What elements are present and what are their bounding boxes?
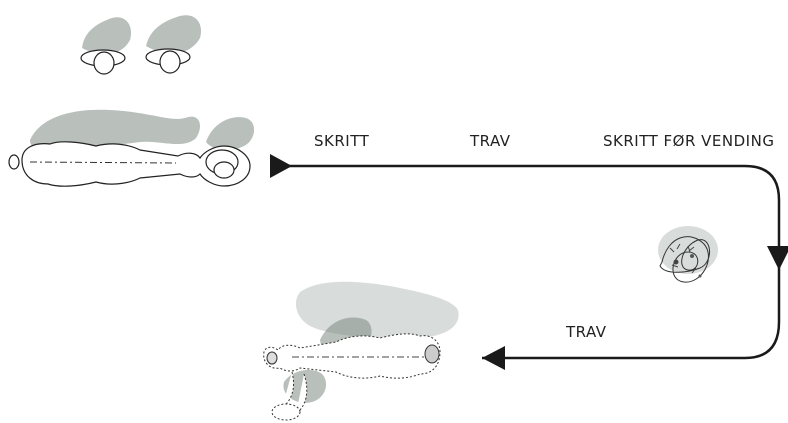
observer-2-icon xyxy=(146,15,201,73)
horse-rider-return-icon xyxy=(264,282,459,420)
arrow-left-icon xyxy=(482,346,505,370)
arrow-down-icon xyxy=(767,246,788,270)
segment-label-trav: TRAV xyxy=(469,132,511,150)
segment-label-skritt: SKRITT xyxy=(314,132,370,150)
horse-rider-start-icon xyxy=(9,110,254,186)
segment-label-skritt-for-vending: SKRITT FØR VENDING xyxy=(603,132,774,150)
segment-label-trav-return: TRAV xyxy=(565,323,607,341)
arrow-right-icon xyxy=(270,154,292,178)
turn-scribble-icon xyxy=(658,226,718,282)
observer-1-icon xyxy=(81,17,131,74)
